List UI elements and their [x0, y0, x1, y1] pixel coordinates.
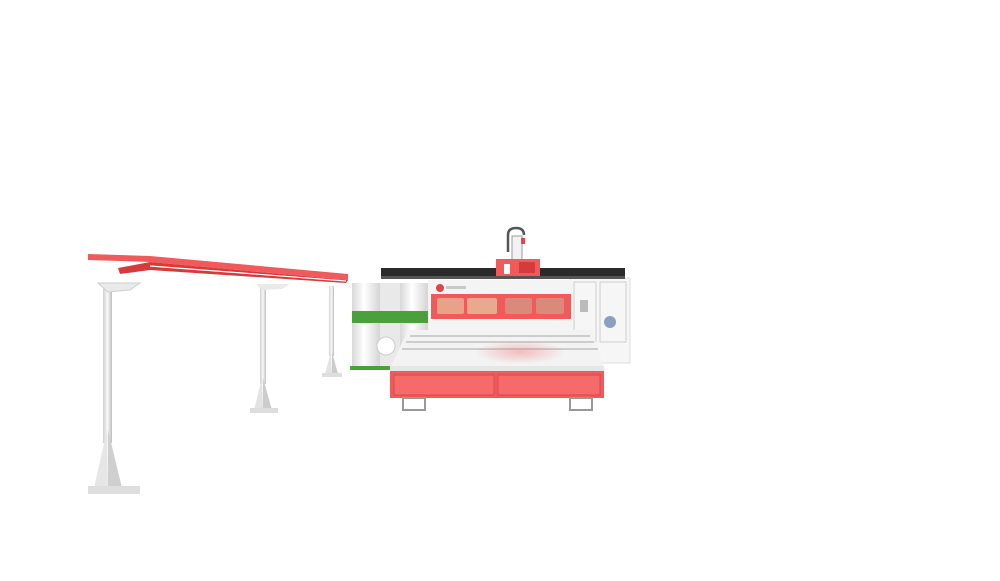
machine-bed — [390, 330, 604, 372]
brand-logo — [436, 284, 444, 292]
machine-gantry — [381, 226, 625, 279]
crane-beam — [88, 254, 348, 280]
machine-foot — [569, 397, 593, 411]
machine-front — [390, 371, 604, 411]
spindle — [511, 235, 523, 261]
machine-foot — [402, 397, 426, 411]
crane-leg — [322, 286, 342, 377]
overhead-crane — [88, 254, 348, 494]
crane-leg — [250, 284, 290, 413]
crane-leg — [88, 282, 142, 494]
